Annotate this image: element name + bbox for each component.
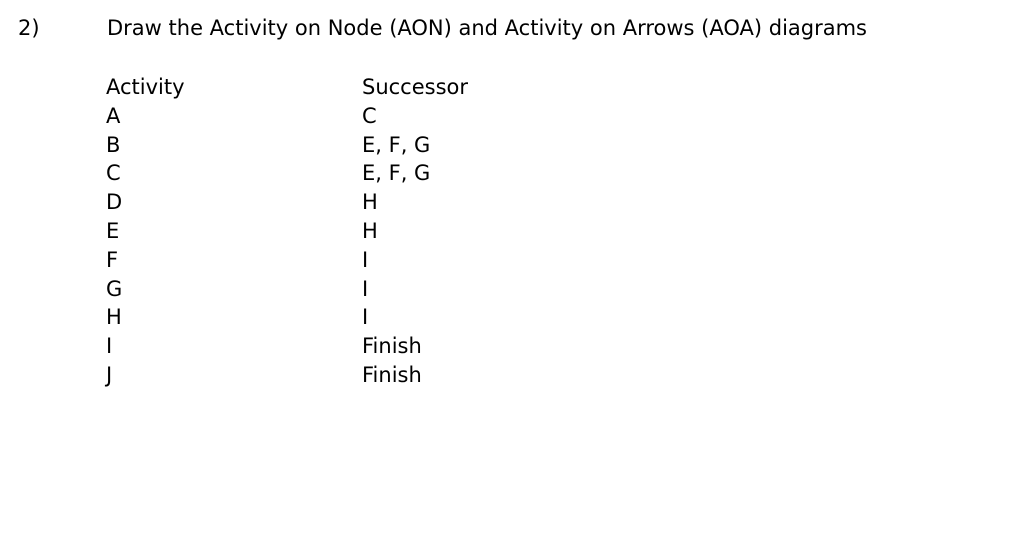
cell-successor: Finish: [362, 334, 422, 359]
question-prompt-text: Draw the Activity on Node (AON) and Acti…: [107, 16, 867, 40]
table-row: D H: [0, 188, 1024, 217]
cell-activity: C: [106, 161, 121, 186]
table-row: F I: [0, 246, 1024, 275]
cell-activity: B: [106, 132, 121, 157]
cell-activity: D: [106, 190, 123, 215]
question-number: 2): [18, 16, 40, 40]
table-row: B E, F, G: [0, 131, 1024, 160]
column-header-activity: Activity: [106, 75, 185, 99]
cell-activity: J: [106, 362, 113, 387]
cell-successor: I: [362, 305, 369, 330]
table-header-row: Activity Successor: [0, 73, 1024, 102]
cell-successor: Finish: [362, 362, 422, 387]
cell-successor: I: [362, 247, 369, 272]
question-heading: 2) Draw the Activity on Node (AON) and A…: [0, 14, 1024, 46]
cell-successor: C: [362, 103, 377, 128]
table-row: J Finish: [0, 361, 1024, 390]
cell-successor: H: [362, 218, 378, 243]
cell-successor: E, F, G: [362, 161, 431, 186]
table-row: G I: [0, 275, 1024, 304]
activity-successor-table: Activity Successor A C B E, F, G C E, F,…: [0, 73, 1024, 390]
cell-activity: I: [106, 334, 113, 359]
cell-activity: G: [106, 276, 123, 301]
table-row: A C: [0, 102, 1024, 131]
cell-activity: F: [106, 247, 119, 272]
table-row: C E, F, G: [0, 159, 1024, 188]
column-header-successor: Successor: [362, 75, 469, 99]
table-row: I Finish: [0, 332, 1024, 361]
table-row: H I: [0, 303, 1024, 332]
cell-successor: I: [362, 276, 369, 301]
table-row: E H: [0, 217, 1024, 246]
cell-successor: E, F, G: [362, 132, 431, 157]
cell-activity: E: [106, 218, 120, 243]
cell-activity: H: [106, 305, 122, 330]
cell-activity: A: [106, 103, 121, 128]
cell-successor: H: [362, 190, 378, 215]
